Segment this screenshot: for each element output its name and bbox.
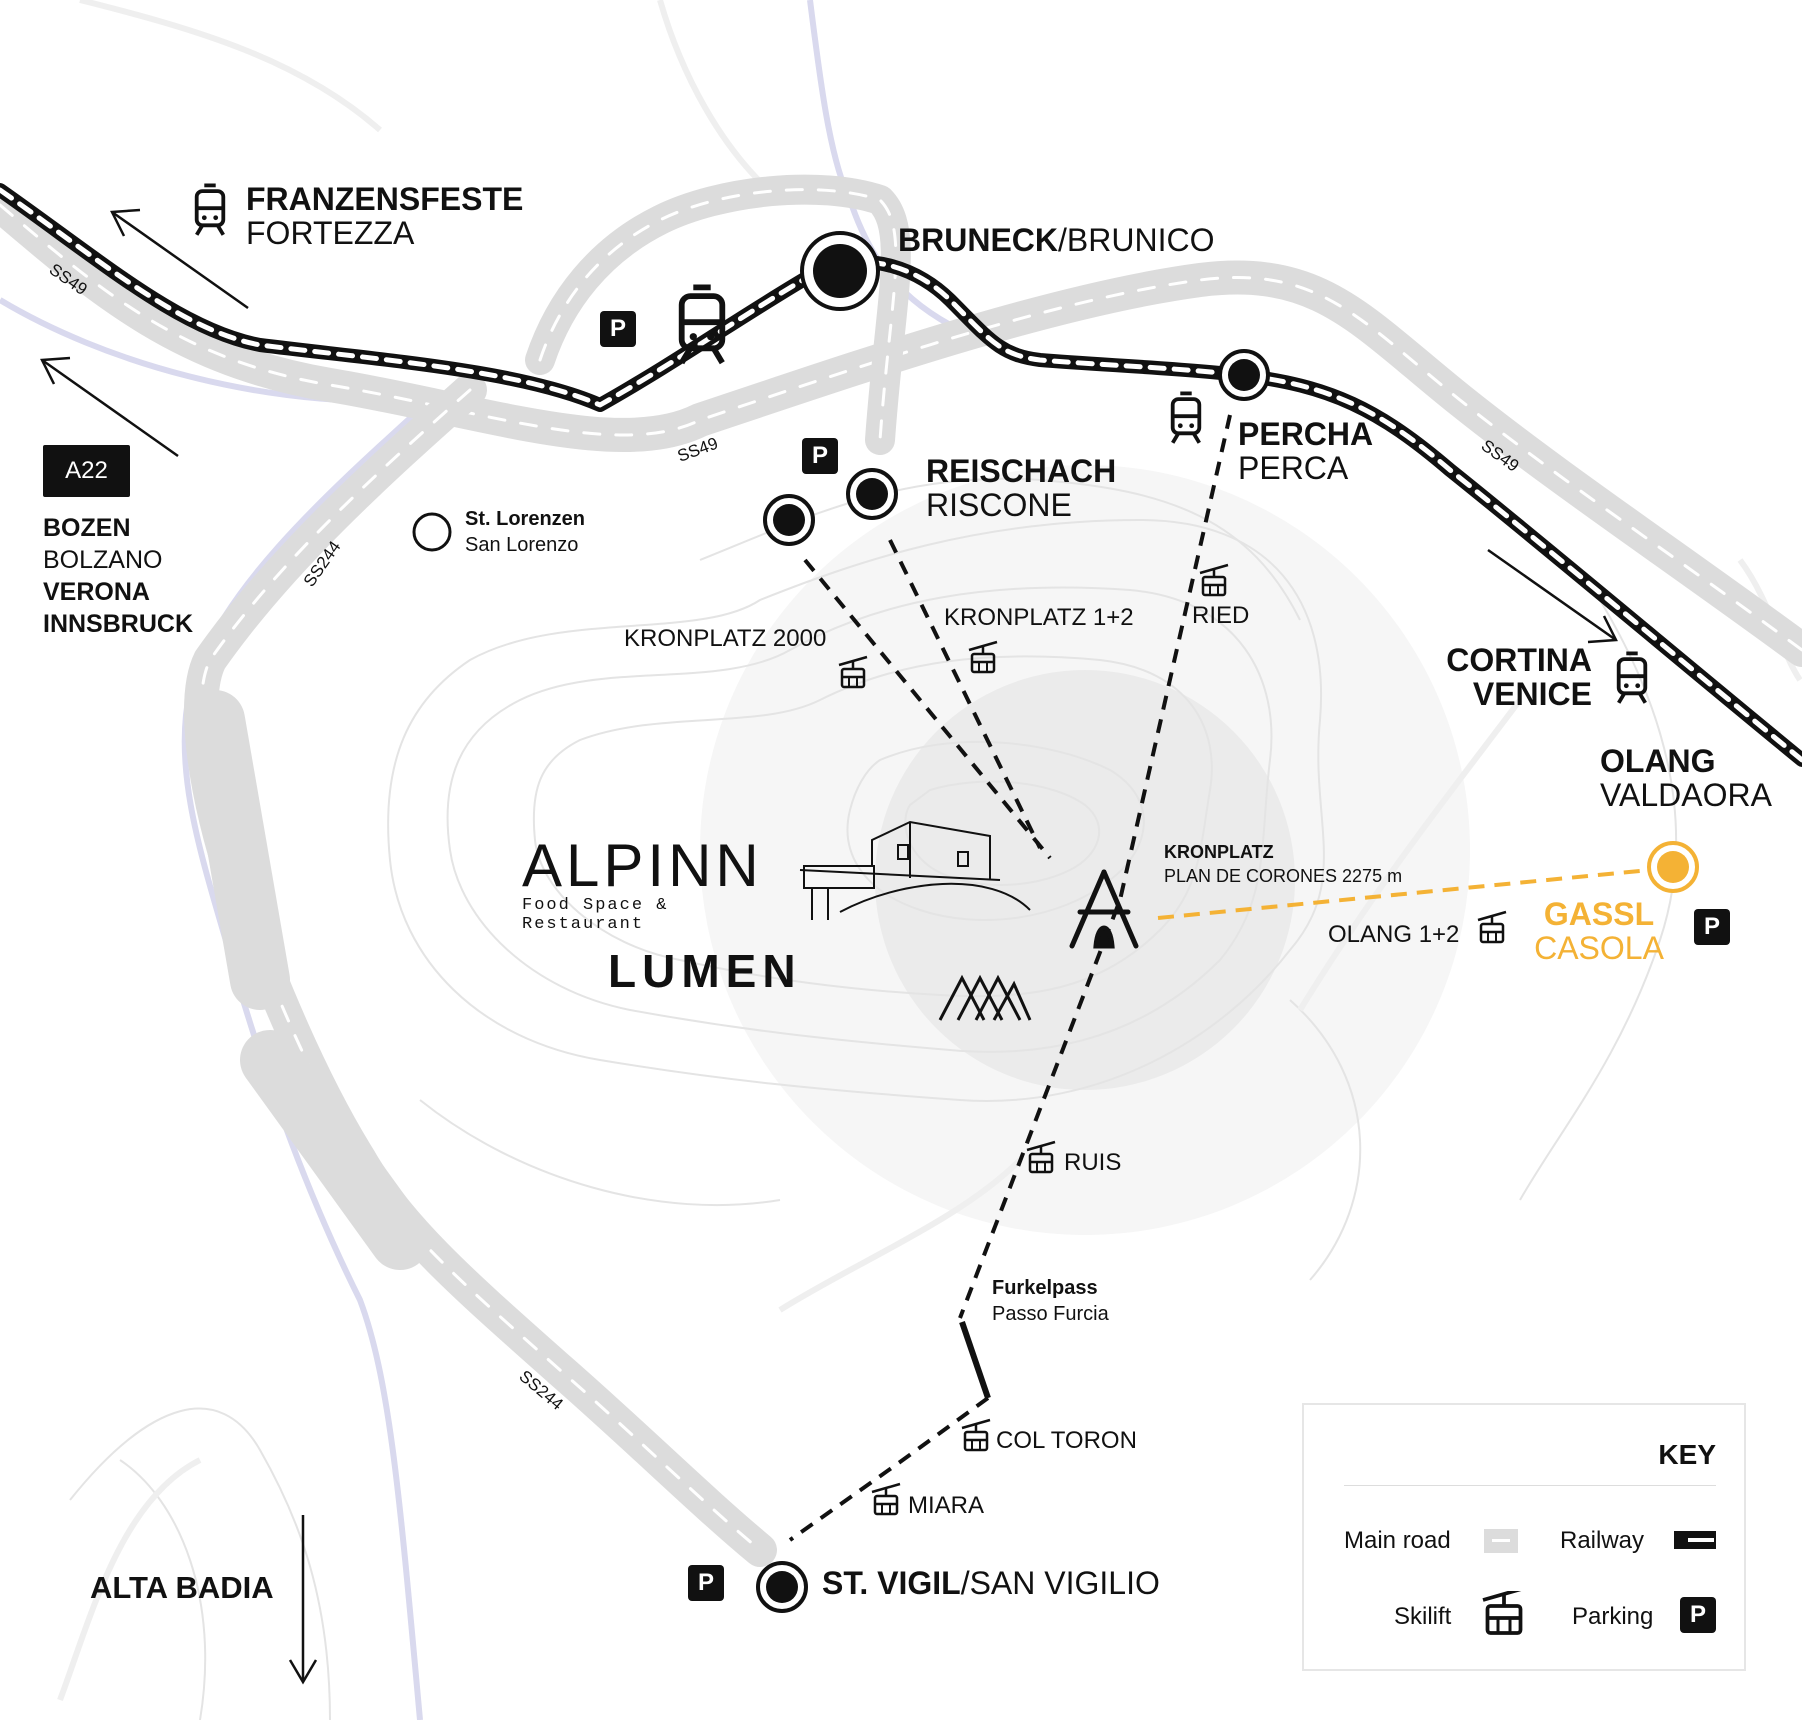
reischach-label: REISCHACH RISCONE xyxy=(926,453,1117,523)
gassl-name-it: CASOLA xyxy=(1534,929,1664,966)
arrow-cortina xyxy=(1487,548,1618,644)
arrow-a22 xyxy=(40,356,179,458)
olang-1-2-label: OLANG 1+2 xyxy=(1328,921,1460,948)
olang-name-de: OLANG xyxy=(1600,743,1716,779)
miara-gondola-icon xyxy=(870,1482,902,1516)
parking-reischach-badge: P xyxy=(802,438,838,474)
parking-bruneck-badge: P xyxy=(600,311,636,347)
miara-label: MIARA xyxy=(908,1492,985,1519)
st-lorenzen-name-de: St. Lorenzen xyxy=(465,508,586,530)
bruneck-marker xyxy=(800,231,880,311)
percha-name-it: PERCA xyxy=(1238,449,1349,486)
olang-label: OLANG VALDAORA xyxy=(1600,743,1772,813)
percha-label: PERCHA PERCA xyxy=(1238,416,1374,486)
kronplatz-name-it: PLAN DE CORONES 2275 m xyxy=(1164,866,1403,887)
percha-train-icon xyxy=(1170,391,1202,445)
parking-gassl-badge: P xyxy=(1694,909,1730,945)
gassl-label: GASSL CASOLA xyxy=(1534,896,1664,966)
olang-gondola-icon xyxy=(1476,910,1508,944)
key-railway-swatch xyxy=(1674,1531,1716,1549)
cortina-label: CORTINA VENICE xyxy=(1440,642,1592,712)
cortina-train-icon xyxy=(1616,651,1648,705)
alta-badia-label: ALTA BADIA xyxy=(90,1570,274,1605)
franzensfeste-label: FRANZENSFESTE FORTEZZA xyxy=(246,181,524,251)
olang-name-it: VALDAORA xyxy=(1600,776,1772,813)
bruneck-name-it: /BRUNICO xyxy=(1058,222,1215,258)
st-lorenzen-marker xyxy=(412,512,452,552)
furkelpass-name-it: Passo Furcia xyxy=(992,1303,1109,1325)
kronplatz-name-de: KRONPLATZ xyxy=(1164,842,1274,862)
reischach-name-de: REISCHACH xyxy=(926,453,1117,489)
lift-line-olang xyxy=(1157,866,1671,920)
key-main-road-swatch xyxy=(1484,1529,1518,1553)
key-main-road-label: Main road xyxy=(1344,1527,1451,1554)
st-vigil-label: ST. VIGIL/SAN VIGILIO xyxy=(822,1565,1160,1601)
lift-line-ried-ruis xyxy=(958,414,1232,1319)
furkelpass-name-de: Furkelpass xyxy=(992,1277,1098,1299)
town-markers xyxy=(412,231,1699,1613)
percha-name-de: PERCHA xyxy=(1238,416,1374,452)
destination-verona: VERONA xyxy=(43,578,150,606)
lift-line-kronplatz-2000 xyxy=(803,558,1052,860)
st-vigil-name-de: ST. VIGIL xyxy=(822,1565,961,1601)
lift-line-kronplatz-1-2 xyxy=(888,539,1042,849)
bruneck-train-icon xyxy=(682,287,723,362)
reischach-marker-b xyxy=(846,468,898,520)
reischach-marker-a xyxy=(763,494,815,546)
destination-bolzano: BOLZANO xyxy=(43,546,163,574)
cortina-name: CORTINA xyxy=(1446,642,1592,678)
furkelpass-road-segment xyxy=(959,1321,991,1399)
museum-mountains-icon xyxy=(938,974,1032,1021)
franzensfeste-name-it: FORTEZZA xyxy=(246,214,415,251)
key-title: KEY xyxy=(1658,1439,1716,1470)
lift-line-col-toron-miara xyxy=(788,1396,990,1542)
destination-bozen: BOZEN xyxy=(43,514,131,542)
ried-label: RIED xyxy=(1192,602,1250,629)
st-vigil-marker xyxy=(756,1561,808,1613)
col-toron-label: COL TORON xyxy=(996,1427,1137,1454)
kronplatz-summit-label: KRONPLATZ PLAN DE CORONES 2275 m xyxy=(1164,840,1402,889)
lift-lines xyxy=(788,414,1232,1542)
ruis-label: RUIS xyxy=(1064,1149,1122,1176)
a22-destinations: BOZEN BOLZANO VERONA INNSBRUCK xyxy=(43,512,193,640)
key-skilift-label: Skilift xyxy=(1394,1603,1452,1630)
st-lorenzen-label: St. Lorenzen San Lorenzo xyxy=(465,506,585,558)
reischach-name-it: RISCONE xyxy=(926,486,1072,523)
furkelpass-label: Furkelpass Passo Furcia xyxy=(992,1275,1109,1327)
franzensfeste-train-icon xyxy=(194,183,226,237)
a22-badge: A22 xyxy=(43,445,130,497)
direction-arrows xyxy=(40,208,1618,1685)
key-divider xyxy=(1344,1485,1716,1486)
alpinn-wordmark: ALPINN xyxy=(522,832,763,899)
key-skilift-icon xyxy=(1482,1591,1526,1635)
lumen-logo: LUMEN xyxy=(608,945,802,997)
bruneck-name-de: BRUNECK xyxy=(898,222,1058,258)
kronplatz-2000-label: KRONPLATZ 2000 xyxy=(624,625,827,652)
parking-st-vigil-badge: P xyxy=(688,1565,724,1601)
col-toron-gondola-icon xyxy=(960,1418,992,1452)
bruneck-label: BRUNECK/BRUNICO xyxy=(898,222,1215,258)
arrow-franzensfeste xyxy=(110,208,249,310)
railway-line xyxy=(0,183,1802,767)
alpinn-tagline: Food Space & Restaurant xyxy=(522,896,669,934)
alpinn-logo: ALPINN Food Space & Restaurant xyxy=(522,832,782,935)
key-parking-label: Parking xyxy=(1572,1603,1654,1630)
map-key: KEY Main road Railway Skilift Parking P xyxy=(1302,1403,1746,1671)
gassl-marker xyxy=(1647,841,1699,893)
key-parking-badge: P xyxy=(1680,1597,1716,1633)
alpinn-building-illustration xyxy=(799,820,1031,920)
gassl-name-de: GASSL xyxy=(1543,896,1655,932)
st-vigil-name-it: /SAN VIGILIO xyxy=(960,1565,1160,1601)
venice-name: VENICE xyxy=(1472,675,1592,712)
percha-marker xyxy=(1218,349,1270,401)
key-railway-label: Railway xyxy=(1560,1527,1645,1554)
franzensfeste-name-de: FRANZENSFESTE xyxy=(246,181,524,217)
st-lorenzen-name-it: San Lorenzo xyxy=(465,534,579,556)
arrow-alta-badia xyxy=(288,1515,318,1685)
kronplatz-peak-icon xyxy=(1069,869,1139,949)
main-roads xyxy=(0,174,1802,1567)
destination-innsbruck: INNSBRUCK xyxy=(43,610,193,638)
kronplatz-1-2-label: KRONPLATZ 1+2 xyxy=(944,604,1134,631)
